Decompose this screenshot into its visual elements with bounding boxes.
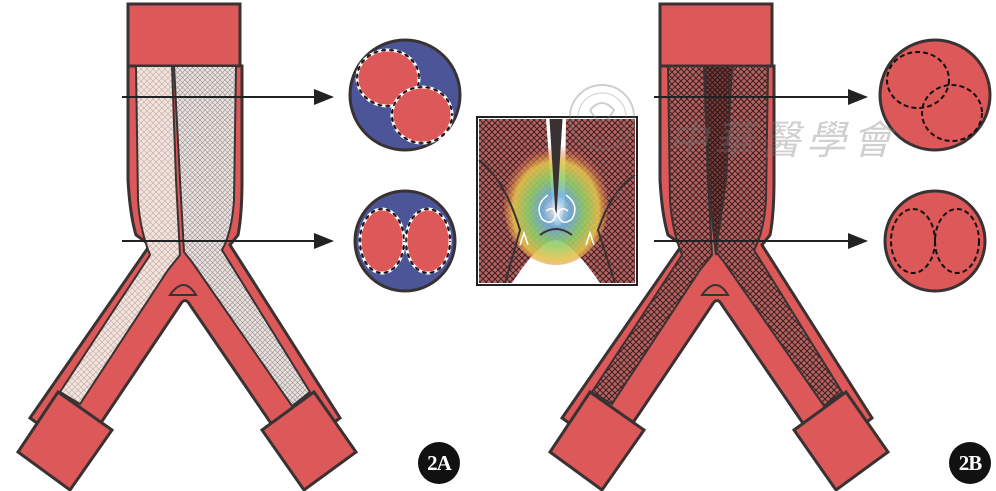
panel-2b — [547, 2, 992, 491]
left-iliac-cuff-a — [15, 389, 115, 491]
cross-section-lower-b — [883, 189, 987, 293]
left-iliac-cuff-b — [547, 389, 647, 491]
watermark-text: 中華醫學會 — [668, 118, 898, 164]
left-graft-limb-b — [590, 65, 714, 406]
cross-section-lower-a — [353, 189, 457, 293]
panel-label-2a: 2A — [418, 442, 460, 484]
aortic-cuff-a — [126, 2, 242, 68]
panel-label-2b: 2B — [949, 442, 991, 484]
right-iliac-cuff-b — [791, 389, 891, 491]
aortic-cuff-b — [658, 2, 774, 68]
cross-section-upper-a — [348, 38, 462, 152]
flow-inset — [476, 116, 638, 286]
panel-2a — [15, 2, 462, 491]
cross-section-upper-b — [878, 38, 992, 152]
left-graft-limb-a — [58, 65, 182, 406]
watermark-seal — [569, 84, 635, 150]
right-iliac-cuff-a — [259, 389, 359, 491]
